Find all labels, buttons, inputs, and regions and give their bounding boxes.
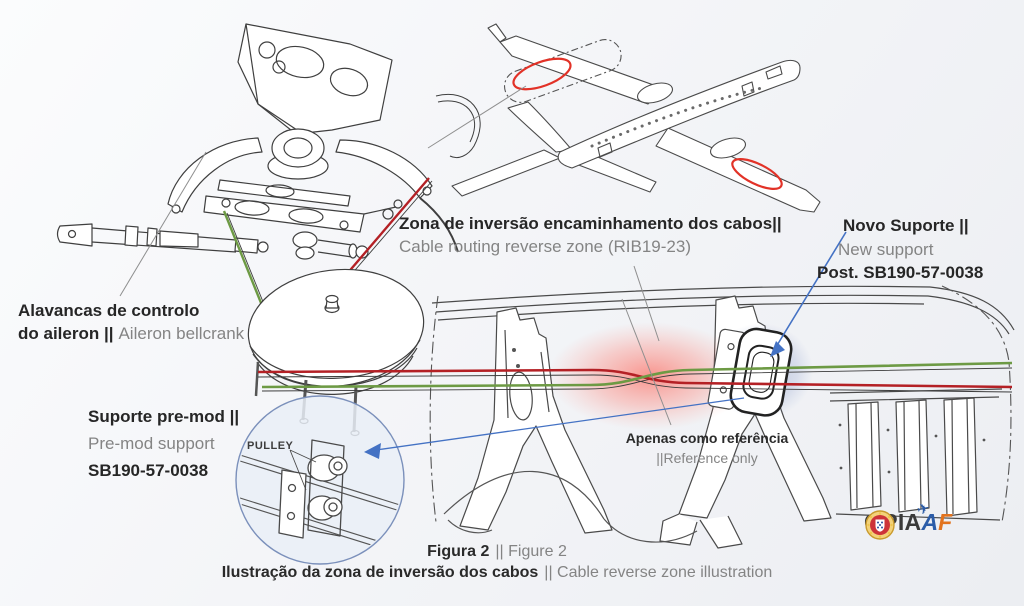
bellcrank-drawing	[56, 23, 481, 260]
reverse-zone-label-pt: Zona de inversão encaminhamento dos cabo…	[399, 214, 782, 233]
reverse-zone-label: Zona de inversão encaminhamento dos cabo…	[399, 212, 782, 258]
cable-drum-drawing	[247, 268, 425, 437]
pulley-detail-drawing	[235, 395, 405, 565]
pulley-label: PULLEY	[247, 440, 294, 452]
aileron-cables	[257, 361, 1013, 393]
leader-lines	[119, 85, 672, 426]
bellcrank-label-en: Aileron bellcrank	[118, 324, 245, 343]
aircraft-drawing	[451, 23, 821, 213]
logo-text-a: A	[921, 509, 939, 535]
bellcrank-label-pt1: Alavancas de controlo	[18, 301, 200, 320]
green-cable	[261, 361, 1013, 389]
premod-support-label-en: Pre-mod support	[88, 434, 215, 453]
new-support-part-number: Post. SB190-57-0038	[817, 263, 984, 282]
new-support-arrow	[775, 231, 847, 348]
reference-note-en: ||Reference only	[656, 450, 758, 466]
caption-figure-en: || Figure 2	[495, 543, 567, 560]
red-cable	[257, 368, 1013, 389]
premod-support-part-number: SB190-57-0038	[88, 461, 209, 480]
reverse-zone-label-en: Cable routing reverse zone (RIB19-23)	[399, 237, 691, 256]
caption-title-en: || Cable reverse zone illustration	[544, 564, 773, 581]
figure-caption: Figura 2 || Figure 2 Ilustração da zona d…	[2, 543, 992, 582]
left-wing-zone-mark	[512, 57, 572, 91]
right-wing-zone-mark	[731, 158, 783, 190]
gpiaaf-logo: GPIA✈AF	[864, 500, 953, 540]
reference-note: Apenas como referência ||Reference only	[604, 428, 810, 468]
rib-left	[459, 307, 613, 534]
gpiaaf-emblem-icon	[865, 510, 895, 540]
new-support-label-en: New support	[838, 240, 934, 259]
premod-support-label: Suporte pre-mod || Pre-mod support SB190…	[88, 403, 239, 484]
callout-arrows	[364, 231, 847, 459]
premod-support-label-pt: Suporte pre-mod ||	[88, 407, 240, 426]
logo-text-f: F	[938, 509, 953, 535]
caption-title-pt: Ilustração da zona de inversão dos cabos	[221, 564, 539, 581]
new-support-label-pt: Novo Suporte ||	[843, 216, 969, 235]
support-to-pulley-arrow	[375, 397, 745, 451]
bellcrank-label-pt2: do aileron ||	[18, 324, 114, 343]
reference-note-pt: Apenas como referência	[625, 430, 789, 446]
caption-figure-pt: Figura 2	[427, 543, 490, 560]
bellcrank-label: Alavancas de controlo do aileron ||Ailer…	[18, 299, 244, 345]
